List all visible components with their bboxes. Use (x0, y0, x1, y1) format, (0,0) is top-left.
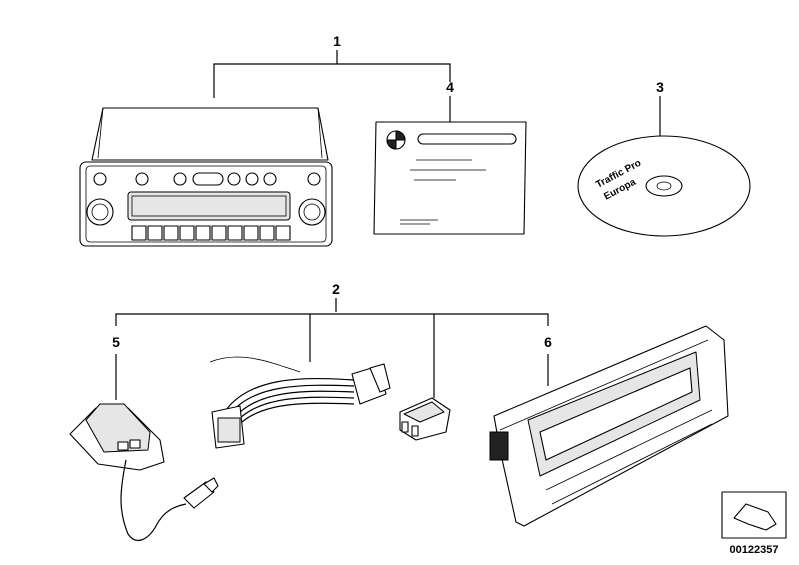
instruction-document (373, 121, 527, 235)
group-2-bracket (115, 298, 549, 398)
gps-antenna (69, 403, 219, 542)
small-connector (399, 397, 451, 441)
reference-number: 00122357 (730, 544, 779, 556)
callout-4: 4 (446, 79, 454, 95)
callout-3: 3 (656, 79, 664, 95)
wiring-harness (209, 356, 391, 449)
reference-icon (721, 491, 787, 539)
callout-5: 5 (112, 334, 120, 350)
callout-6: 6 (544, 334, 552, 350)
mounting-frame (489, 325, 729, 527)
navigation-cd: Traffic Pro Europa (577, 135, 751, 237)
callout-1: 1 (333, 33, 341, 49)
preset-buttons (131, 225, 291, 241)
radio-unit (79, 107, 333, 247)
group-1-bracket (213, 50, 451, 98)
callout-2: 2 (332, 281, 340, 297)
